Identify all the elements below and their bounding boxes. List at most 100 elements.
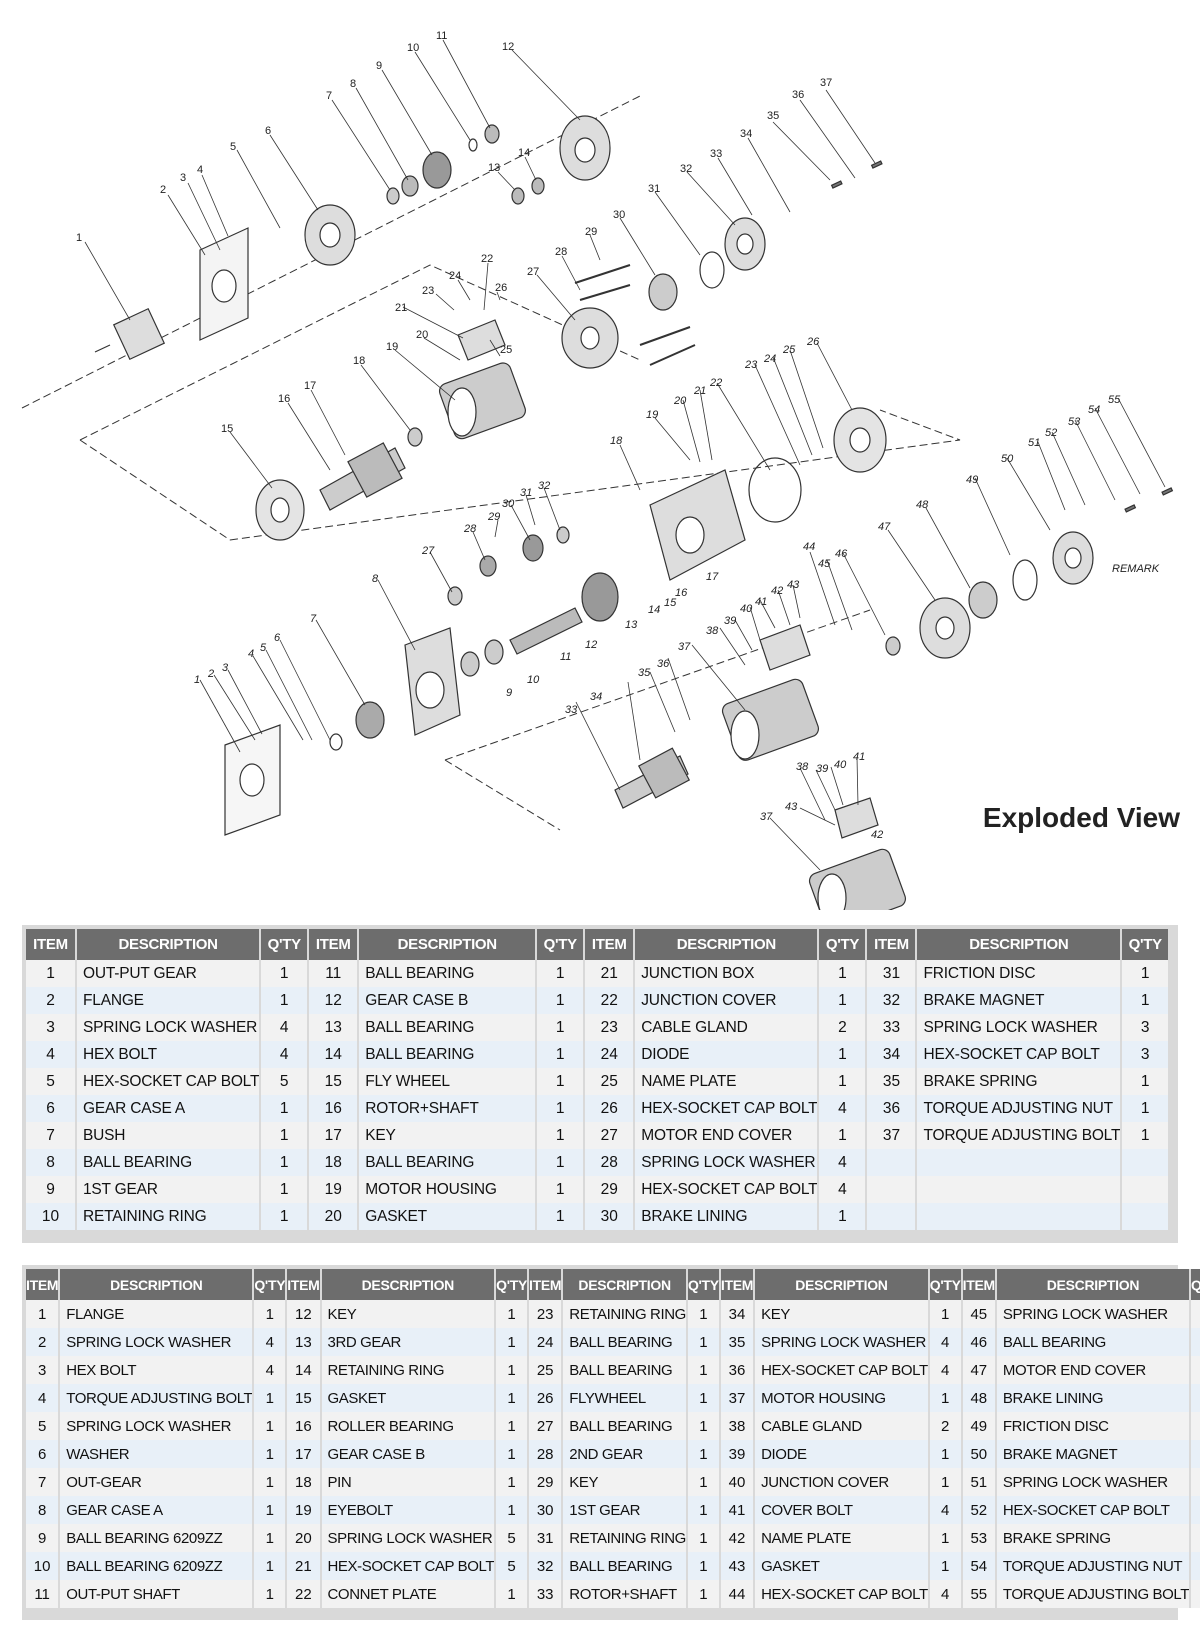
quantity: 1	[1121, 1122, 1171, 1149]
quantity: 1	[536, 987, 586, 1014]
item-number: 33	[528, 1580, 564, 1608]
item-number: 35	[719, 1328, 756, 1356]
item-number: 37	[866, 1122, 918, 1149]
quantity: 4	[1189, 1300, 1200, 1328]
column-header: DESCRIPTION	[634, 929, 820, 960]
lower-label: 24	[763, 353, 776, 365]
item-number: 31	[866, 960, 918, 987]
quantity: 1	[686, 1468, 721, 1496]
part-description: HEX BOLT	[76, 1041, 262, 1068]
column-header: DESCRIPTION	[562, 1269, 688, 1300]
quantity	[1121, 1176, 1171, 1203]
part-description: BALL BEARING	[358, 1041, 538, 1068]
column-header: ITEM	[719, 1269, 756, 1300]
part-description: ROTOR+SHAFT	[562, 1580, 688, 1608]
item-number: 32	[528, 1552, 564, 1580]
item-number: 27	[584, 1122, 636, 1149]
item-number: 34	[866, 1041, 918, 1068]
item-number: 50	[961, 1440, 997, 1468]
lower-label: 8	[372, 573, 379, 585]
part-description: KEY	[320, 1300, 497, 1328]
upper-label: 36	[792, 89, 804, 101]
item-number: 5	[26, 1068, 77, 1095]
lower-label: 50	[1001, 453, 1014, 465]
part-description: RETAINING RING	[76, 1203, 262, 1230]
lower-label: 18	[610, 435, 623, 447]
lower-label: 23	[744, 359, 758, 371]
part-description: DIODE	[754, 1440, 930, 1468]
part-description: SPRING LOCK WASHER	[995, 1468, 1191, 1496]
part-description: BALL BEARING 6209ZZ	[59, 1524, 255, 1552]
upper-label: 20	[416, 329, 428, 341]
quantity	[1121, 1149, 1171, 1176]
part-description: ROLLER BEARING	[320, 1412, 497, 1440]
column-header: Q'TY	[536, 929, 586, 960]
part-description: EYEBOLT	[320, 1496, 497, 1524]
item-number: 28	[584, 1149, 636, 1176]
column-header: DESCRIPTION	[754, 1269, 930, 1300]
item-number: 10	[26, 1203, 77, 1230]
item-number: 8	[26, 1149, 77, 1176]
quantity: 1	[536, 1122, 586, 1149]
item-number: 17	[286, 1440, 322, 1468]
quantity: 1	[536, 1203, 586, 1230]
part-description: BALL BEARING	[358, 1014, 538, 1041]
quantity: 1	[495, 1496, 530, 1524]
quantity: 1	[495, 1580, 530, 1608]
part-description: KEY	[562, 1468, 688, 1496]
lower-label: 43	[785, 801, 798, 813]
quantity: 1	[495, 1468, 530, 1496]
lower-label: 46	[835, 548, 848, 560]
part-description: BALL BEARING	[76, 1149, 262, 1176]
quantity: 4	[818, 1149, 868, 1176]
item-number: 11	[26, 1580, 61, 1608]
quantity: 4	[928, 1580, 963, 1608]
item-number: 36	[719, 1356, 756, 1384]
quantity: 4	[1189, 1468, 1200, 1496]
exploded-view-diagram: 1 2 3 4 5 6 7 8 9 10 11 12 13 14 15 16 1…	[21, 30, 1174, 910]
quantity: 5	[495, 1552, 530, 1580]
quantity: 1	[1189, 1328, 1200, 1356]
lower-label: 37	[760, 811, 773, 823]
item-number: 13	[286, 1328, 322, 1356]
quantity: 1	[495, 1384, 530, 1412]
lower-label: 39	[724, 615, 736, 627]
part-description: PIN	[320, 1468, 497, 1496]
upper-label: 9	[376, 60, 382, 72]
part-description: TORQUE ADJUSTING BOLT	[59, 1384, 255, 1412]
item-number: 44	[719, 1580, 756, 1608]
item-number: 42	[719, 1524, 756, 1552]
item-number: 7	[26, 1468, 61, 1496]
quantity: 1	[260, 960, 310, 987]
part-description: GASKET	[358, 1203, 538, 1230]
item-number: 36	[866, 1095, 918, 1122]
lower-label: 15	[664, 597, 677, 609]
item-number: 16	[308, 1095, 360, 1122]
column-header: ITEM	[866, 929, 918, 960]
item-number	[866, 1176, 918, 1203]
item-number: 13	[308, 1014, 360, 1041]
item-number: 22	[584, 987, 636, 1014]
item-number: 31	[528, 1524, 564, 1552]
upper-label: 4	[197, 164, 203, 176]
upper-label: 37	[820, 77, 832, 89]
part-description: CABLE GLAND	[634, 1014, 820, 1041]
column-header: Q'TY	[253, 1269, 288, 1300]
part-description: FLANGE	[59, 1300, 255, 1328]
quantity: 1	[536, 1068, 586, 1095]
part-description: GASKET	[320, 1384, 497, 1412]
part-description	[916, 1149, 1123, 1176]
item-number: 1	[26, 960, 77, 987]
item-number: 9	[26, 1524, 61, 1552]
quantity: 1	[1189, 1524, 1200, 1552]
part-description: JUNCTION BOX	[634, 960, 820, 987]
lower-label: 5	[260, 642, 267, 654]
